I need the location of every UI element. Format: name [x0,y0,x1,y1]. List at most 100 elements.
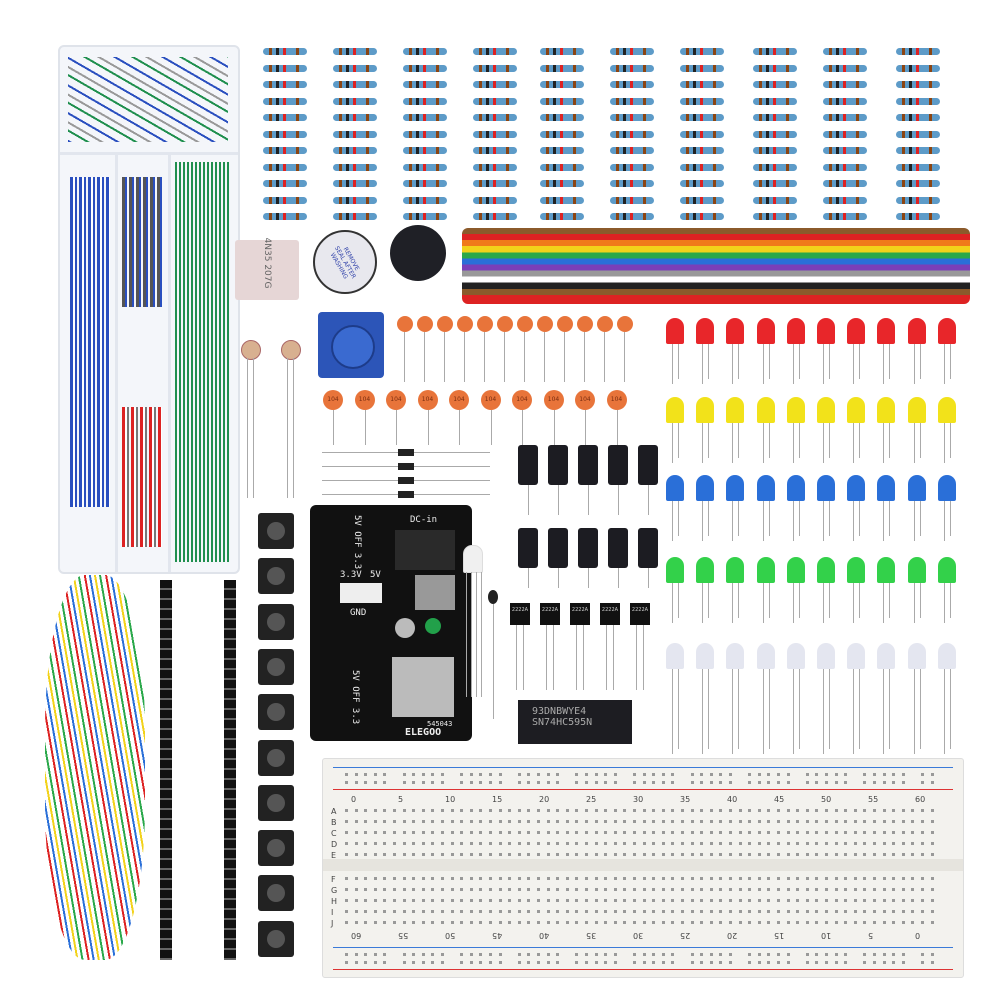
breadboard-hole[interactable] [748,842,752,845]
breadboard-hole[interactable] [796,888,800,891]
rail-hole[interactable] [901,953,905,956]
breadboard-hole[interactable] [594,831,598,834]
rail-hole[interactable] [383,773,387,776]
rail-hole[interactable] [757,781,761,784]
breadboard-hole[interactable] [585,853,588,856]
breadboard-hole[interactable] [805,899,809,902]
breadboard-hole[interactable] [930,877,934,880]
breadboard-hole[interactable] [748,853,752,856]
breadboard-hole[interactable] [882,921,886,924]
rail-hole[interactable] [767,953,771,956]
breadboard-hole[interactable] [719,877,723,880]
rail-hole[interactable] [412,773,416,776]
rail-hole[interactable] [921,961,924,964]
breadboard-hole[interactable] [421,820,425,823]
breadboard-hole[interactable] [892,809,896,812]
breadboard-hole[interactable] [489,899,492,902]
breadboard-hole[interactable] [508,888,512,891]
breadboard-hole[interactable] [421,899,425,902]
breadboard-hole[interactable] [757,853,761,856]
breadboard-hole[interactable] [450,910,454,913]
rail-hole[interactable] [613,961,617,964]
breadboard-hole[interactable] [911,820,915,823]
breadboard-hole[interactable] [345,899,348,902]
breadboard-hole[interactable] [527,921,531,924]
breadboard-hole[interactable] [738,910,742,913]
breadboard-hole[interactable] [767,877,771,880]
breadboard-hole[interactable] [921,831,924,834]
breadboard-hole[interactable] [345,888,348,891]
breadboard-hole[interactable] [873,899,876,902]
breadboard-hole[interactable] [738,853,742,856]
breadboard-hole[interactable] [373,809,377,812]
breadboard-hole[interactable] [460,888,464,891]
rail-hole[interactable] [575,773,579,776]
rail-hole[interactable] [930,953,934,956]
breadboard-hole[interactable] [681,831,684,834]
breadboard-hole[interactable] [873,853,876,856]
rail-hole[interactable] [834,773,838,776]
breadboard-hole[interactable] [354,842,358,845]
breadboard-hole[interactable] [565,820,569,823]
breadboard-hole[interactable] [796,853,800,856]
breadboard-hole[interactable] [604,910,608,913]
breadboard-hole[interactable] [393,910,396,913]
breadboard-hole[interactable] [402,809,406,812]
breadboard-hole[interactable] [844,820,848,823]
breadboard-hole[interactable] [815,820,819,823]
breadboard-hole[interactable] [565,853,569,856]
breadboard-hole[interactable] [594,921,598,924]
breadboard-hole[interactable] [421,809,425,812]
rail-hole[interactable] [556,773,560,776]
rail-hole[interactable] [364,953,368,956]
breadboard-hole[interactable] [460,921,464,924]
breadboard-hole[interactable] [709,910,713,913]
breadboard-hole[interactable] [719,888,723,891]
breadboard-hole[interactable] [565,899,569,902]
breadboard-hole[interactable] [825,899,828,902]
breadboard-hole[interactable] [517,910,521,913]
breadboard-hole[interactable] [805,853,809,856]
breadboard-hole[interactable] [604,820,608,823]
breadboard-hole[interactable] [681,842,684,845]
breadboard-hole[interactable] [393,888,396,891]
breadboard-hole[interactable] [911,853,915,856]
rail-hole[interactable] [460,781,464,784]
breadboard-hole[interactable] [575,877,579,880]
breadboard-hole[interactable] [911,809,915,812]
rail-hole[interactable] [642,781,646,784]
rail-hole[interactable] [690,773,694,776]
breadboard-hole[interactable] [575,899,579,902]
rail-hole[interactable] [421,773,425,776]
breadboard-hole[interactable] [575,853,579,856]
breadboard-hole[interactable] [613,853,617,856]
rail-hole[interactable] [537,961,540,964]
breadboard-hole[interactable] [594,888,598,891]
breadboard-hole[interactable] [690,899,694,902]
breadboard-hole[interactable] [402,820,406,823]
breadboard-hole[interactable] [892,877,896,880]
rail-hole[interactable] [709,773,713,776]
rail-hole[interactable] [709,953,713,956]
rail-hole[interactable] [412,961,416,964]
breadboard-hole[interactable] [402,899,406,902]
rail-hole[interactable] [892,773,896,776]
breadboard-hole[interactable] [364,888,368,891]
breadboard-hole[interactable] [671,842,675,845]
breadboard-hole[interactable] [354,820,358,823]
breadboard-hole[interactable] [546,888,550,891]
breadboard-hole[interactable] [613,809,617,812]
breadboard-hole[interactable] [489,820,492,823]
breadboard-hole[interactable] [460,842,464,845]
breadboard-hole[interactable] [834,921,838,924]
breadboard-hole[interactable] [671,921,675,924]
rail-hole[interactable] [441,953,444,956]
breadboard-hole[interactable] [873,888,876,891]
breadboard-hole[interactable] [661,831,665,834]
breadboard-hole[interactable] [709,853,713,856]
rail-hole[interactable] [479,773,483,776]
breadboard-hole[interactable] [431,820,435,823]
breadboard-hole[interactable] [623,820,627,823]
breadboard-hole[interactable] [450,809,454,812]
rail-hole[interactable] [575,961,579,964]
